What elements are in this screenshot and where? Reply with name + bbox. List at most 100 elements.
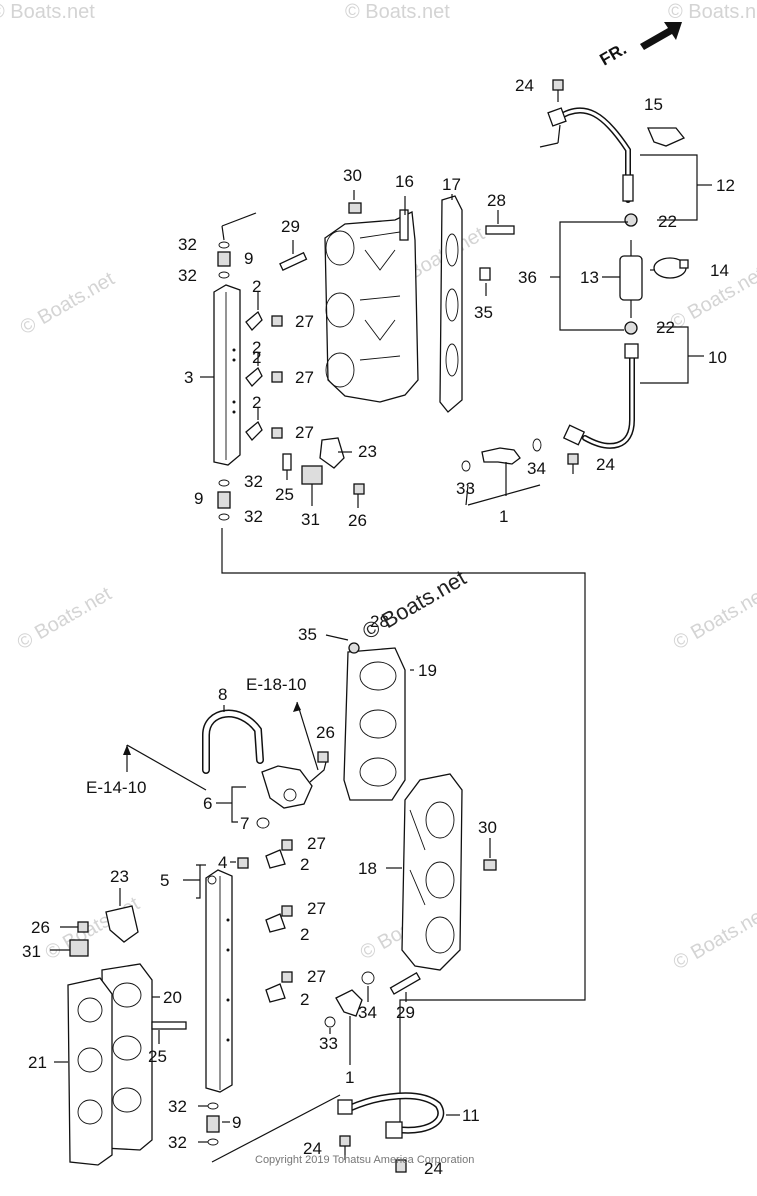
bolt-part	[395, 1159, 407, 1173]
callout-24: 24	[515, 76, 534, 95]
callout-9: 9	[232, 1113, 241, 1132]
watermark: © Boats.net	[670, 903, 757, 975]
o-ring	[207, 1102, 219, 1110]
bolt-part	[317, 751, 329, 763]
watermark: © Boats.net	[0, 1, 95, 23]
callout-22: 22	[658, 212, 677, 231]
callout-32: 32	[178, 266, 197, 285]
callout-2: 2	[300, 990, 309, 1009]
callout-32: 32	[244, 507, 263, 526]
callout-29: 29	[396, 1003, 415, 1022]
spring-part	[217, 251, 231, 267]
lower-left-gaskets	[50, 888, 187, 1166]
direction-label: FR.	[597, 39, 630, 69]
callout-4: 4	[218, 853, 227, 872]
intake-manifold-lower	[386, 773, 497, 1002]
o-ring	[218, 241, 230, 249]
fuel-hose	[582, 345, 635, 449]
holder-part	[69, 939, 89, 957]
callout-23: 23	[358, 442, 377, 461]
callout-13: 13	[580, 268, 599, 287]
callout-3: 3	[184, 368, 193, 387]
fuel-hose	[555, 107, 631, 203]
hose-fitting	[337, 1099, 353, 1115]
watermark: © Boats.net	[17, 268, 119, 340]
callout-33: 33	[456, 479, 475, 498]
bolt-part	[339, 1135, 351, 1147]
callout-28: 28	[370, 612, 389, 631]
callout-31: 31	[22, 942, 41, 961]
arrow-icon	[640, 22, 682, 50]
callout-6: 6	[203, 794, 212, 813]
part-labels: 24 15 12 22 14 36 13 22 10 24 30 16 17 2…	[22, 76, 735, 1178]
callout-31: 31	[301, 510, 320, 529]
callout-19: 19	[418, 661, 437, 680]
o-ring	[218, 513, 230, 521]
callout-25: 25	[148, 1047, 167, 1066]
o-ring	[324, 1016, 336, 1028]
bolt-part	[77, 921, 89, 933]
bolt-part	[552, 79, 564, 91]
intake-manifold-upper	[279, 190, 499, 413]
manifold-gasket	[343, 647, 406, 801]
callout-32: 32	[178, 235, 197, 254]
injector-hose-lower	[211, 971, 460, 1173]
callout-27: 27	[307, 834, 326, 853]
o-ring	[361, 971, 375, 985]
pin-part	[348, 642, 360, 654]
callout-20: 20	[163, 988, 182, 1007]
connector-line	[221, 528, 586, 1130]
callout-2: 2	[300, 925, 309, 944]
clip-part	[245, 420, 263, 441]
callout-26: 26	[348, 511, 367, 530]
callout-26: 26	[31, 918, 50, 937]
stud-part	[389, 972, 421, 995]
callout-26: 26	[316, 723, 335, 742]
callout-29: 29	[281, 217, 300, 236]
bracket-part	[105, 905, 139, 943]
watermark: © Boats.net	[345, 1, 450, 23]
clip-part	[245, 366, 263, 387]
callout-24: 24	[596, 455, 615, 474]
callout-32: 32	[168, 1133, 187, 1152]
hose-clamp	[624, 321, 638, 335]
callout-32: 32	[244, 472, 263, 491]
hose-fitting	[622, 174, 634, 202]
hose-fitting	[547, 107, 567, 127]
callout-10: 10	[708, 348, 727, 367]
callout-34: 34	[527, 459, 546, 478]
callout-18: 18	[358, 859, 377, 878]
watermark: © Boats.net	[668, 1, 757, 23]
reference-e-18-10: E-18-10	[246, 675, 306, 694]
watermark-layer: © Boats.net © Boats.net © Boats.net © Bo…	[0, 1, 757, 974]
callout-30: 30	[343, 166, 362, 185]
callout-7: 7	[240, 814, 249, 833]
callout-22: 22	[656, 318, 675, 337]
callout-2: 2	[252, 348, 261, 367]
reference-e-14-10: E-14-10	[86, 778, 146, 797]
callout-5: 5	[160, 871, 169, 890]
fuel-rail	[213, 284, 241, 466]
stud-part	[485, 225, 515, 235]
manifold-gasket	[439, 195, 463, 413]
fuel-rail	[205, 869, 233, 1093]
bolt-part	[483, 859, 497, 871]
intake-manifold	[324, 211, 419, 403]
hose-clamp	[624, 213, 638, 227]
callout-1: 1	[345, 1068, 354, 1087]
callout-28: 28	[487, 191, 506, 210]
center-watermark: © Boats.net	[358, 565, 470, 644]
front-direction-arrow: FR.	[597, 22, 682, 69]
callout-27: 27	[295, 423, 314, 442]
fuel-filter	[619, 255, 643, 301]
callout-9: 9	[244, 249, 253, 268]
callout-2: 2	[252, 277, 261, 296]
callout-36: 36	[518, 268, 537, 287]
fuel-injector	[481, 447, 521, 465]
callout-11: 11	[462, 1106, 480, 1125]
callout-27: 27	[295, 368, 314, 387]
o-ring	[207, 1138, 219, 1146]
holder-part	[301, 465, 323, 485]
clip-part	[265, 913, 286, 933]
